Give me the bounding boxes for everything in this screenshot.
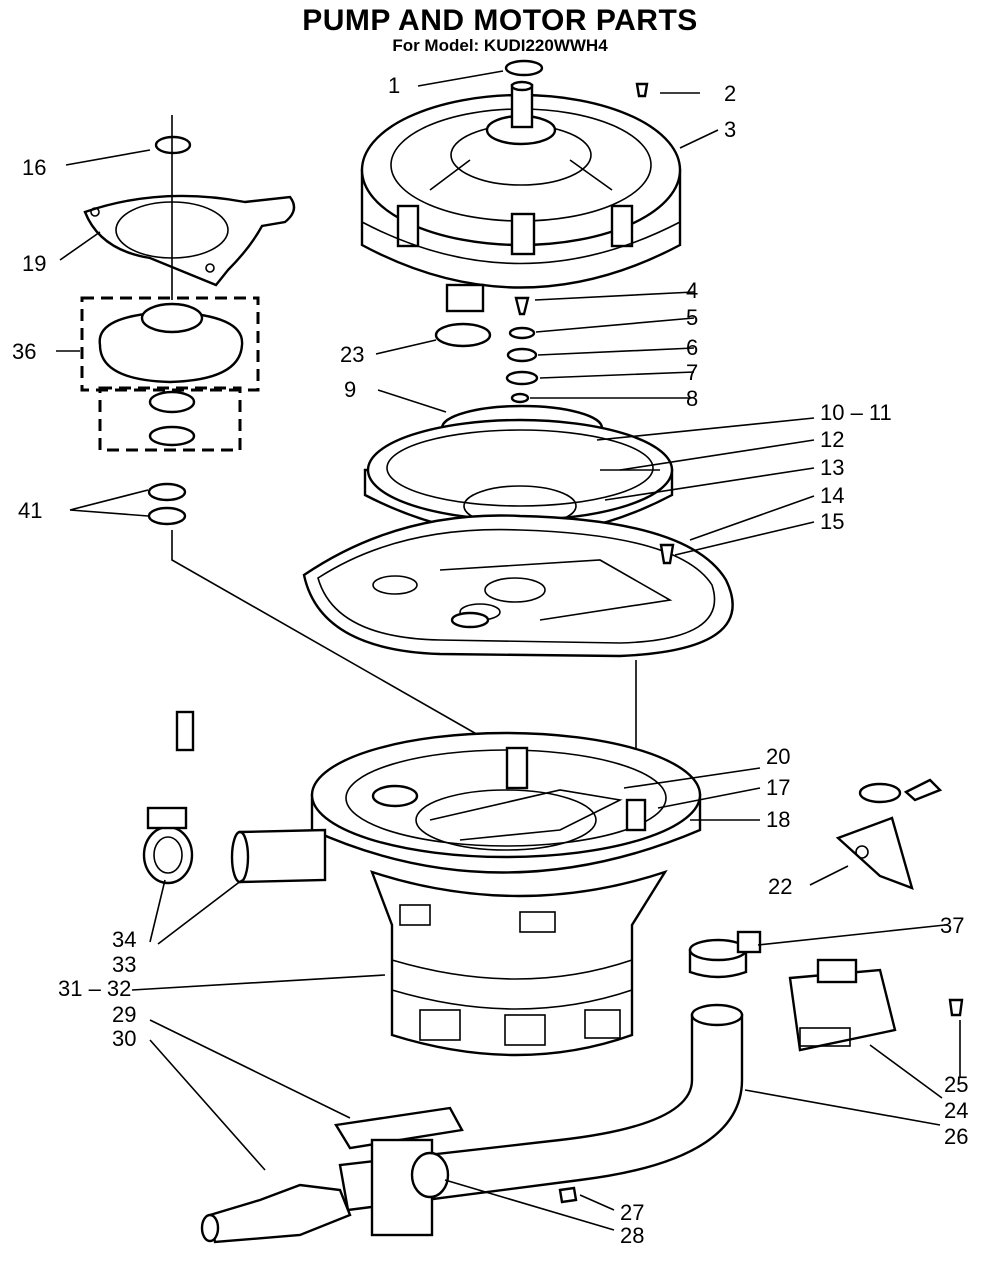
washer-part-5[interactable] (508, 326, 536, 340)
callout-31-32: 31 – 32 (58, 976, 131, 1001)
bearing-assembly-part-36[interactable] (80, 296, 260, 392)
callout-36: 36 (12, 339, 36, 364)
oring-part-41b[interactable] (147, 506, 187, 526)
seal-part-16[interactable] (154, 135, 192, 155)
hose-part-33[interactable] (230, 828, 327, 884)
clip-part-7[interactable] (505, 370, 539, 386)
callout-30: 30 (112, 1026, 136, 1051)
model-subtitle: For Model: KUDI220WWH4 (392, 36, 608, 55)
callout-4: 4 (686, 278, 698, 303)
callout-5: 5 (686, 305, 698, 330)
callout-7: 7 (686, 360, 698, 385)
callout-15: 15 (820, 509, 844, 534)
motor-part[interactable] (360, 80, 682, 313)
callout-37: 37 (940, 913, 964, 938)
oring-part-41a[interactable] (147, 482, 187, 502)
callout-10-11: 10 – 11 (820, 400, 892, 425)
callout-labels: 1 2 3 4 5 6 7 8 9 10 – 11 12 13 14 15 16… (12, 73, 968, 1248)
valve-part-24[interactable] (788, 958, 897, 1052)
callout-14: 14 (820, 483, 844, 508)
pump-motor-body-part[interactable] (369, 869, 668, 1057)
callout-13: 13 (820, 455, 844, 480)
seal-part-23[interactable] (434, 322, 492, 348)
cover-plate-part[interactable] (302, 514, 734, 658)
callout-33: 33 (112, 952, 136, 977)
screw-part-25[interactable] (948, 998, 964, 1017)
callout-18: 18 (766, 807, 790, 832)
clamp-part-37[interactable] (688, 930, 762, 979)
screw-part-2[interactable] (635, 82, 649, 98)
callout-25: 25 (944, 1072, 968, 1097)
fitting-part-30[interactable] (200, 1151, 450, 1244)
gasket-part-19[interactable] (83, 194, 296, 287)
callout-27: 27 (620, 1200, 644, 1225)
callout-34: 34 (112, 927, 136, 952)
washer-part-1[interactable] (504, 59, 544, 77)
bearing-housing-part (98, 302, 244, 447)
screw-part-15[interactable] (659, 543, 675, 565)
callout-29: 29 (112, 1002, 136, 1027)
callout-19: 19 (22, 251, 46, 276)
screw-part-4[interactable] (514, 296, 530, 316)
callout-2: 2 (724, 81, 736, 106)
leader-lines (56, 70, 961, 1231)
callout-23: 23 (340, 342, 364, 367)
callout-26: 26 (944, 1124, 968, 1149)
callout-17: 17 (766, 775, 790, 800)
callout-9: 9 (344, 377, 356, 402)
bracket-part-22[interactable] (835, 778, 943, 890)
callout-8: 8 (686, 386, 698, 411)
callout-1: 1 (388, 73, 400, 98)
screw-part-27[interactable] (558, 1186, 578, 1204)
callout-12: 12 (820, 427, 844, 452)
callout-28: 28 (620, 1223, 644, 1248)
callout-20: 20 (766, 744, 790, 769)
washer-part-8[interactable] (510, 392, 530, 404)
callout-22: 22 (768, 874, 792, 899)
diagram-title: PUMP AND MOTOR PARTS (302, 4, 698, 37)
callout-16: 16 (22, 155, 46, 180)
pump-housing-ring-part[interactable] (363, 418, 674, 537)
clamp-part-34[interactable] (142, 806, 194, 885)
bearing-assembly-outline (98, 386, 242, 452)
callout-6: 6 (686, 335, 698, 360)
washer-part-6[interactable] (506, 347, 538, 363)
callout-24: 24 (944, 1098, 968, 1123)
callout-41: 41 (18, 498, 42, 523)
callout-3: 3 (724, 117, 736, 142)
pump-base-part[interactable] (175, 710, 702, 874)
